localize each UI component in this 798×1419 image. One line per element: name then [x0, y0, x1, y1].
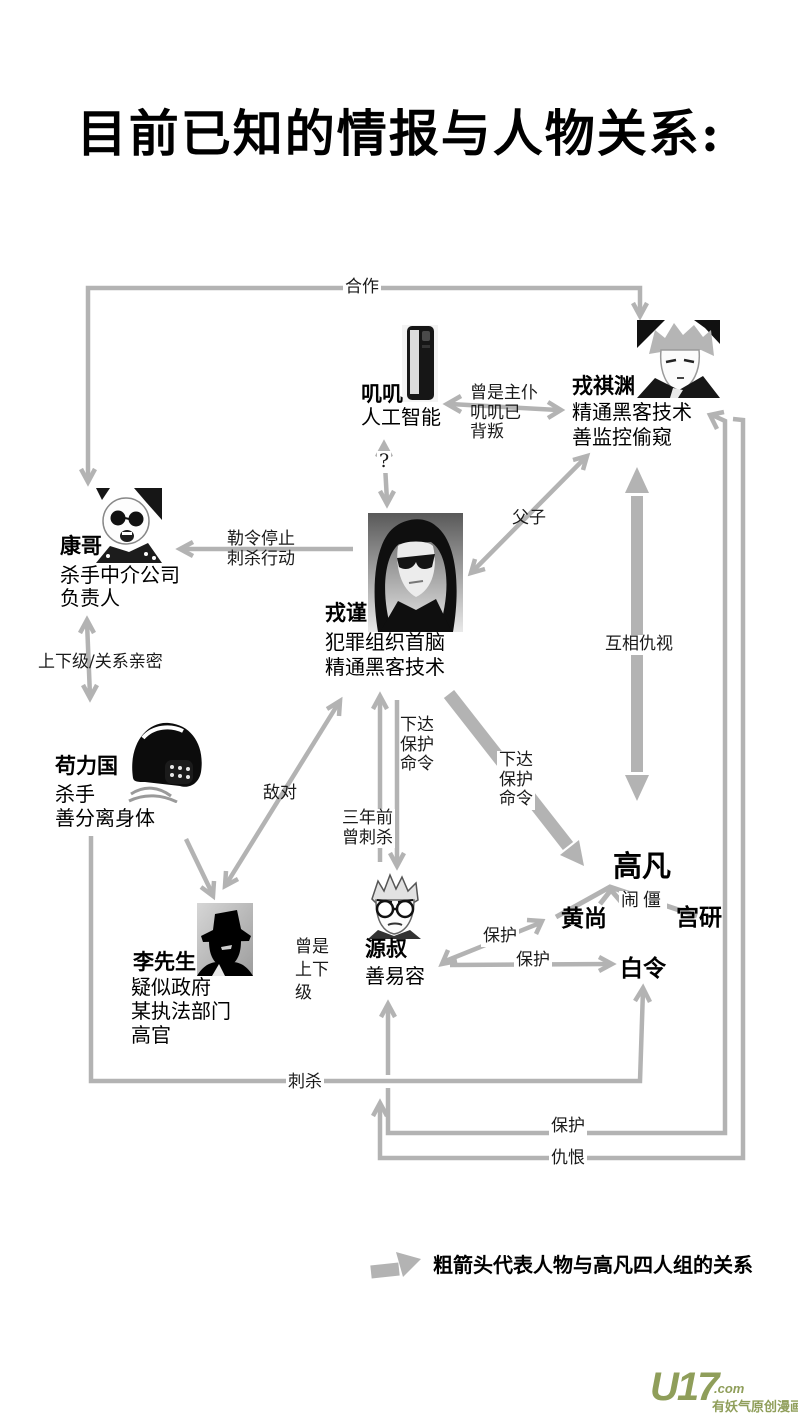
- edge-shangxiaji-arrow-up: [78, 615, 96, 635]
- edge-zengshi-label-line1: 曾是: [295, 937, 329, 957]
- yuanshu-desc: 善易容: [365, 966, 425, 988]
- edge-baohu-bailing-arrow: [597, 955, 617, 973]
- huangshang-name: 黄尚: [561, 905, 607, 931]
- kangge-desc-1: 杀手中介公司: [60, 565, 180, 587]
- edge-didui-label: 敌对: [263, 783, 297, 803]
- edge-baohu-bailing-label: 保护: [514, 950, 552, 971]
- gouliguo-name: 苟力国: [55, 755, 118, 778]
- gongyan-name: 宫研: [676, 904, 722, 930]
- edge-sannian-label-line2: 曾刺杀: [342, 827, 393, 848]
- edge-chouhen-arrow: [371, 1098, 389, 1118]
- edge-xiada-group-label-line2: 保护: [499, 769, 533, 790]
- edge-question-label: ?: [377, 450, 392, 473]
- rongjin-portrait: [368, 513, 463, 632]
- rongqiyuan-desc-1: 精通黑客技术: [572, 402, 692, 424]
- edge-master-servant-label-line3: 背叛: [470, 422, 504, 443]
- jiji-name: 叽叽: [361, 383, 403, 406]
- edge-leling-arrow: [175, 540, 195, 558]
- edge-leling-label-line1: 勒令停止: [227, 529, 295, 549]
- u17-logo-slogan: 有妖气原创漫画: [712, 1399, 798, 1414]
- edge-leling-label: 勒令停止 刺杀行动: [227, 529, 295, 569]
- edge-huxiang-thick-arrow-down: [625, 775, 649, 801]
- rongjin-desc-2: 精通黑客技术: [325, 657, 445, 679]
- edge-master-servant-arrow-right: [546, 400, 566, 420]
- edge-baohu-huangshang-arrow: [526, 917, 546, 935]
- edge-xiada-yuanshu-label-line2: 保护: [400, 734, 434, 755]
- edge-xiada-yuanshu-label-line3: 命令: [400, 754, 434, 775]
- edge-naojiang-label: 闹僵: [619, 890, 667, 912]
- gouliguo-desc-2: 善分离身体: [55, 808, 155, 830]
- edge-gouliguo-lixiansheng-line: [183, 838, 215, 894]
- edge-xiada-group-label-line3: 命令: [499, 789, 533, 810]
- gouliguo-desc-1: 杀手: [55, 784, 95, 806]
- kangge-desc-2: 负责人: [60, 588, 120, 610]
- edge-baohu-bottom-label: 保护: [549, 1116, 587, 1137]
- edge-master-servant-label-line2: 叽叽已: [470, 402, 521, 423]
- edge-cisha-arrow: [633, 983, 653, 1004]
- jiji-portrait: [402, 325, 438, 402]
- edge-chouhen-label: 仇恨: [549, 1148, 587, 1169]
- u17-logo: U17: [650, 1365, 719, 1409]
- edge-didui-arrow-lower: [222, 870, 240, 890]
- edge-leling-label-line2: 刺杀行动: [227, 548, 295, 569]
- edge-master-servant-label-line1: 曾是主仆: [470, 383, 538, 403]
- page-title: 目前已知的情报与人物关系:: [76, 104, 722, 163]
- edge-shangxiaji-label: 上下级/关系亲密: [38, 652, 163, 672]
- rongqiyuan-name: 戎祺渊: [572, 375, 635, 398]
- edge-zengshi-label-line3: 级: [295, 982, 312, 1003]
- edge-huxiang-label: 互相仇视: [603, 634, 675, 655]
- lixiansheng-name: 李先生: [133, 951, 196, 974]
- edge-gouliguo-lixiansheng-arrow: [199, 880, 217, 901]
- yuanshu-name: 源叔: [365, 938, 407, 961]
- edge-hezuo-label: 合作: [343, 277, 381, 298]
- edge-xiada-yuanshu-label: 下达 保护 命令: [400, 715, 434, 775]
- edge-fuzi-label: 父子: [512, 508, 546, 528]
- edge-didui-arrow-upper: [325, 696, 343, 717]
- kangge-portrait: [96, 488, 162, 563]
- kangge-name: 康哥: [60, 535, 102, 558]
- lixiansheng-portrait: [197, 903, 253, 976]
- edge-fuzi-arrow-upper: [572, 452, 591, 471]
- rongqiyuan-portrait: [637, 320, 720, 398]
- edge-baohu-huangshang-arrow-back: [438, 949, 458, 968]
- edge-xiada-group-label-line1: 下达: [499, 750, 533, 770]
- edge-zengshi-label: 曾是 上下 级: [295, 936, 329, 1005]
- edge-hezuo-arrow-rongqiyuan: [631, 301, 649, 321]
- edge-shangxiaji-arrow-down: [81, 683, 99, 703]
- gouliguo-portrait: [125, 716, 207, 803]
- edge-xiada-group-thick-arrow: [560, 840, 584, 866]
- lixiansheng-desc-1: 疑似政府: [131, 977, 211, 999]
- rongjin-name: 戎谨: [325, 602, 367, 625]
- edge-question-arrow-down: [378, 489, 396, 509]
- edge-fuzi-arrow-lower: [467, 558, 486, 577]
- edge-sannian-label: 三年前 曾刺杀: [340, 808, 395, 849]
- jiji-desc: 人工智能: [361, 407, 441, 429]
- edge-baohu-long-arrow-rongqiyuan: [706, 409, 725, 431]
- edge-master-servant-label: 曾是主仆 叽叽已 背叛: [470, 383, 538, 443]
- edge-baohu-huangshang-label: 保护: [481, 926, 519, 947]
- edge-master-servant-arrow-left: [442, 394, 463, 414]
- gaofan-name: 高凡: [613, 851, 672, 883]
- edge-xiada-yuanshu-arrow: [388, 851, 406, 871]
- edge-sannian-label-line1: 三年前: [342, 808, 393, 828]
- edge-baohu-long-arrow-yuanshu: [379, 999, 397, 1019]
- rongqiyuan-desc-2: 善监控偷窥: [572, 427, 672, 449]
- edge-zengshi-label-line2: 上下: [295, 959, 329, 980]
- lixiansheng-desc-2: 某执法部门: [131, 1001, 231, 1023]
- legend-text: 粗箭头代表人物与高凡四人组的关系: [433, 1255, 753, 1277]
- bailing-name: 白令: [620, 955, 666, 981]
- u17-logo-tld: .com: [714, 1381, 745, 1396]
- lixiansheng-desc-3: 高官: [131, 1025, 171, 1047]
- yuanshu-portrait: [368, 872, 421, 939]
- edge-hezuo-arrow-kangge: [79, 467, 97, 487]
- rongjin-desc-1: 犯罪组织首脑: [325, 632, 445, 654]
- edge-sannian-arrow: [371, 691, 389, 711]
- edge-xiada-group-label: 下达 保护 命令: [497, 750, 535, 810]
- edge-xiada-yuanshu-label-line1: 下达: [400, 715, 434, 735]
- edge-huxiang-thick-arrow-up: [625, 467, 649, 493]
- edge-cisha-label: 刺杀: [286, 1072, 324, 1093]
- legend-arrow-icon: [368, 1246, 426, 1285]
